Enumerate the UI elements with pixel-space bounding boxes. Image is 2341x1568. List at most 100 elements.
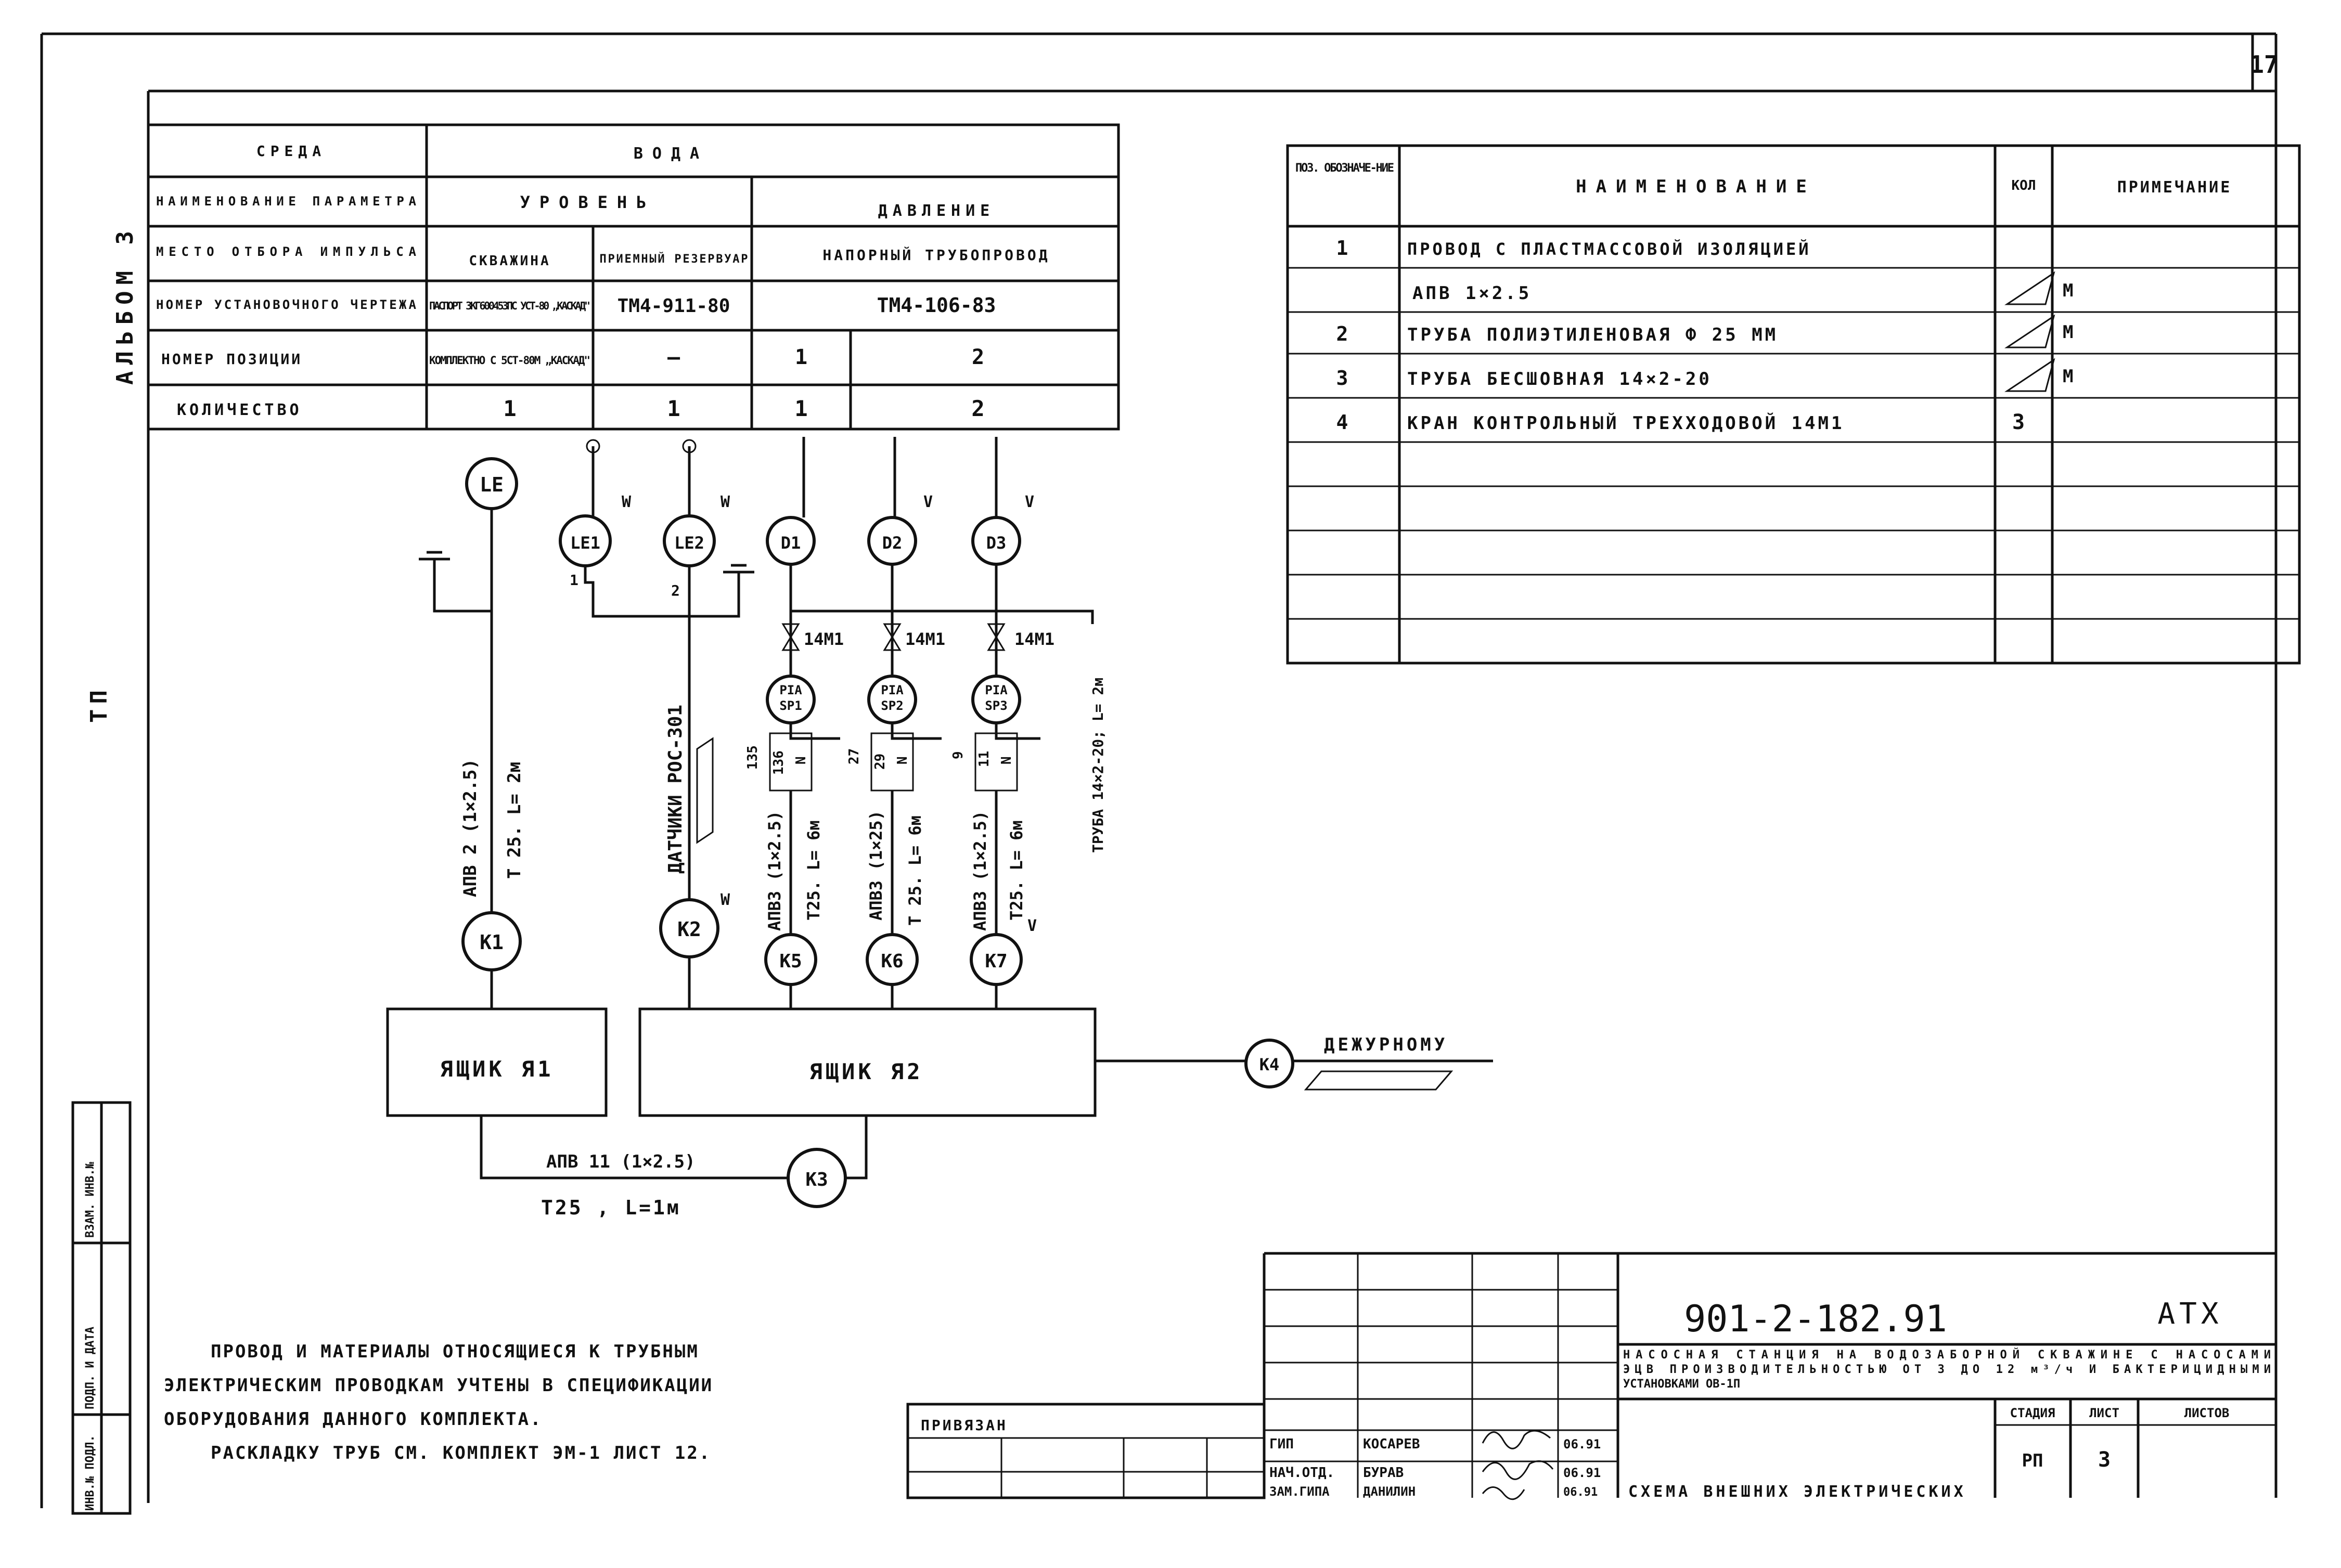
param-cell-pos1: 1 <box>795 345 807 369</box>
cable-tube-k5: Т25. L= 6м <box>804 820 824 921</box>
param-row-label: НАИМЕНОВАНИЕ ПАРАМЕТРА <box>156 194 417 209</box>
gauge-num: SP2 <box>881 698 903 713</box>
param-cell-level: УРОВЕНЬ <box>520 192 656 212</box>
tube-mark-icon <box>696 737 714 844</box>
spec-pos: 3 <box>1336 367 1348 390</box>
param-cell-passport: ПАСПОРТ ЗКГ600453ПС УСТ-80 „КАСКАД" <box>429 300 590 312</box>
cable-bottom-2: Т25 , L=1м <box>541 1196 681 1219</box>
diagram: LE АПВ 2 (1×2.5) Т 25. L= 2м LE1 W LE2 W… <box>386 437 1493 1219</box>
spec-note: М <box>2063 322 2073 343</box>
doc-desc-line: УСТАНОВКАМИ ОВ-1П <box>1623 1378 1740 1391</box>
box-ya1-label: ЯЩИК Я1 <box>440 1056 554 1082</box>
mark-2: 2 <box>671 582 680 599</box>
cable-tube-k7: Т25. L= 6м <box>1007 820 1026 921</box>
spec-pos: 4 <box>1336 411 1348 434</box>
junction-k4 <box>1244 1039 1294 1088</box>
junction-k5-label: K5 <box>779 951 802 972</box>
mark-w: W <box>622 493 632 511</box>
doc-desc-line: ЭЦВ ПРОИЗВОДИТЕЛЬНОСТЬЮ ОТ 3 ДО 12 м³/ч … <box>1623 1363 2271 1376</box>
param-row-label: НОМЕР ПОЗИЦИИ <box>161 351 302 368</box>
signer-role: ЗАМ.ГИПА <box>1269 1484 1330 1499</box>
note-line: РАСКЛАДКУ ТРУБ СМ. КОМПЛЕКТ ЭМ-1 ЛИСТ 12… <box>211 1443 711 1463</box>
stage-value: РП <box>2022 1450 2043 1471</box>
spec-header-note: ПРИМЕЧАНИЕ <box>2117 178 2232 197</box>
param-qty: 1 <box>503 396 516 421</box>
cable-tube-k1: Т 25. L= 2м <box>504 762 525 879</box>
signer-date: 06.91 <box>1563 1466 1601 1480</box>
param-cell-dash: — <box>667 345 680 369</box>
param-cell-well: СКВАЖИНА <box>469 253 550 269</box>
signature-icon <box>1482 1486 1525 1500</box>
junction-k6-label: K6 <box>881 951 903 972</box>
spec-pos: 2 <box>1336 322 1348 345</box>
mark-v: V <box>923 493 933 511</box>
stamp-sign-date: ПОДП. И ДАТА <box>84 1327 97 1409</box>
mark-v: V <box>1025 493 1034 511</box>
mark-v: V <box>1027 917 1037 935</box>
param-cell-pressure: ДАВЛЕНИЕ <box>878 202 995 220</box>
signer-name: КОСАРЕВ <box>1363 1436 1420 1452</box>
valve-icon <box>987 636 1006 651</box>
doc-section: АТХ <box>2157 1297 2222 1331</box>
param-qty: 1 <box>667 396 680 421</box>
side-labels: АЛЬБОМ 3 ТП ВЗАМ. ИНВ.№ ПОДП. И ДАТА ИНВ… <box>71 225 138 1515</box>
mark-w: W <box>721 891 730 909</box>
param-cell-kit: КОМПЛЕКТНО С 5СТ-80М „КАСКАД" <box>429 354 590 367</box>
unit-mark-icon <box>2004 271 2055 305</box>
valve-label: 14М1 <box>905 629 945 649</box>
signer-name: ДАНИЛИН <box>1363 1484 1416 1499</box>
drawing-title: СХЕМА ВНЕШНИХ ЭЛЕКТРИЧЕСКИХ <box>1628 1483 1966 1501</box>
cable-bottom-1: АПВ 11 (1×2.5) <box>546 1151 696 1172</box>
instrument-d3-label: D3 <box>986 533 1007 553</box>
wire-num: 9 <box>950 751 966 759</box>
note-line: ПРОВОД И МАТЕРИАЛЫ ОТНОСЯЩИЕСЯ К ТРУБНЫМ <box>211 1341 699 1362</box>
mark-n: N <box>793 756 809 764</box>
privyazan-label: ПРИВЯЗАН <box>921 1417 1008 1434</box>
pressure-branch-3: D3 V 14М1 PIA SP3 9 11 N АПВ3 (1×2.5) Т2… <box>950 437 1054 936</box>
doc-desc-line: НАСОСНАЯ СТАНЦИЯ НА ВОДОЗАБОРНОЙ СКВАЖИН… <box>1623 1348 2271 1362</box>
cable-label-k6: АПВ3 (1×25) <box>866 810 886 921</box>
spec-note: М <box>2063 366 2073 387</box>
junction-k3 <box>787 1148 847 1208</box>
stamp-inv-replace: ВЗАМ. ИНВ.№ <box>84 1162 97 1238</box>
cable-label-k5: АПВ3 (1×2.5) <box>765 811 784 931</box>
param-row-label: НОМЕР УСТАНОВОЧНОГО ЧЕРТЕЖА <box>156 297 417 312</box>
pressure-branch-2: D2 V 14М1 PIA SP2 27 29 N АПВ3 (1×25) Т … <box>846 437 945 936</box>
cable-label-k7: АПВ3 (1×2.5) <box>970 811 990 931</box>
junction-k3-label: K3 <box>805 1169 828 1190</box>
param-qty: 1 <box>794 396 807 421</box>
instrument-d1-label: D1 <box>781 533 801 553</box>
spec-note: М <box>2063 280 2073 301</box>
wire-num: 29 <box>872 754 888 770</box>
mark-w: W <box>721 493 730 511</box>
instrument-d2-label: D2 <box>882 533 903 553</box>
cable-tube-k6: Т 25. L= 6м <box>905 815 925 926</box>
pressure-branch-1: D1 14М1 PIA SP1 135 136 N АПВ3 (1×2.5) Т… <box>745 437 844 936</box>
stage-head: СТАДИЯ <box>2010 1406 2055 1420</box>
tube-14-label: ТРУБА 14×2-20; L= 2м <box>1089 678 1107 853</box>
junction-k4-label: K4 <box>1259 1055 1280 1074</box>
spec-table: ПОЗ. ОБОЗНАЧЕ-НИЕ НАИМЕНОВАНИЕ КОЛ ПРИМЕ… <box>1286 144 2301 665</box>
signer-name: БУРАВ <box>1363 1465 1404 1481</box>
param-qty: 2 <box>971 396 984 421</box>
box-ya2-label: ЯЩИК Я2 <box>809 1059 923 1084</box>
param-cell-tm911: ТМ4-911-80 <box>618 295 730 317</box>
unit-mark-icon <box>2004 314 2055 348</box>
param-cell-pos2: 2 <box>972 345 984 369</box>
param-row-label: МЕСТО ОТБОРА ИМПУЛЬСА <box>156 244 417 259</box>
param-row-label: КОЛИЧЕСТВО <box>177 401 302 419</box>
valve-icon <box>781 623 800 639</box>
tp-label: ТП <box>86 685 112 723</box>
signer-date: 06.91 <box>1563 1437 1601 1452</box>
wire-num: 11 <box>976 751 992 767</box>
spec-name: КРАН КОНТРОЛЬНЫЙ ТРЕХХОДОВОЙ 14М1 <box>1407 412 1845 434</box>
cable-label-k1: АПВ 2 (1×2.5) <box>460 759 481 897</box>
tube-mark-icon <box>1304 1070 1454 1091</box>
param-cell-tm106: ТМ4-106-83 <box>877 294 996 317</box>
valve-label: 14М1 <box>1014 629 1054 649</box>
signer-role: НАЧ.ОТД. <box>1269 1465 1334 1481</box>
junction-k7-label: K7 <box>985 951 1007 972</box>
note-line: ОБОРУДОВАНИЯ ДАННОГО КОМПЛЕКТА. <box>164 1409 543 1430</box>
sheets-head: ЛИСТОВ <box>2184 1406 2230 1420</box>
instrument-le-label: LE <box>480 473 504 496</box>
